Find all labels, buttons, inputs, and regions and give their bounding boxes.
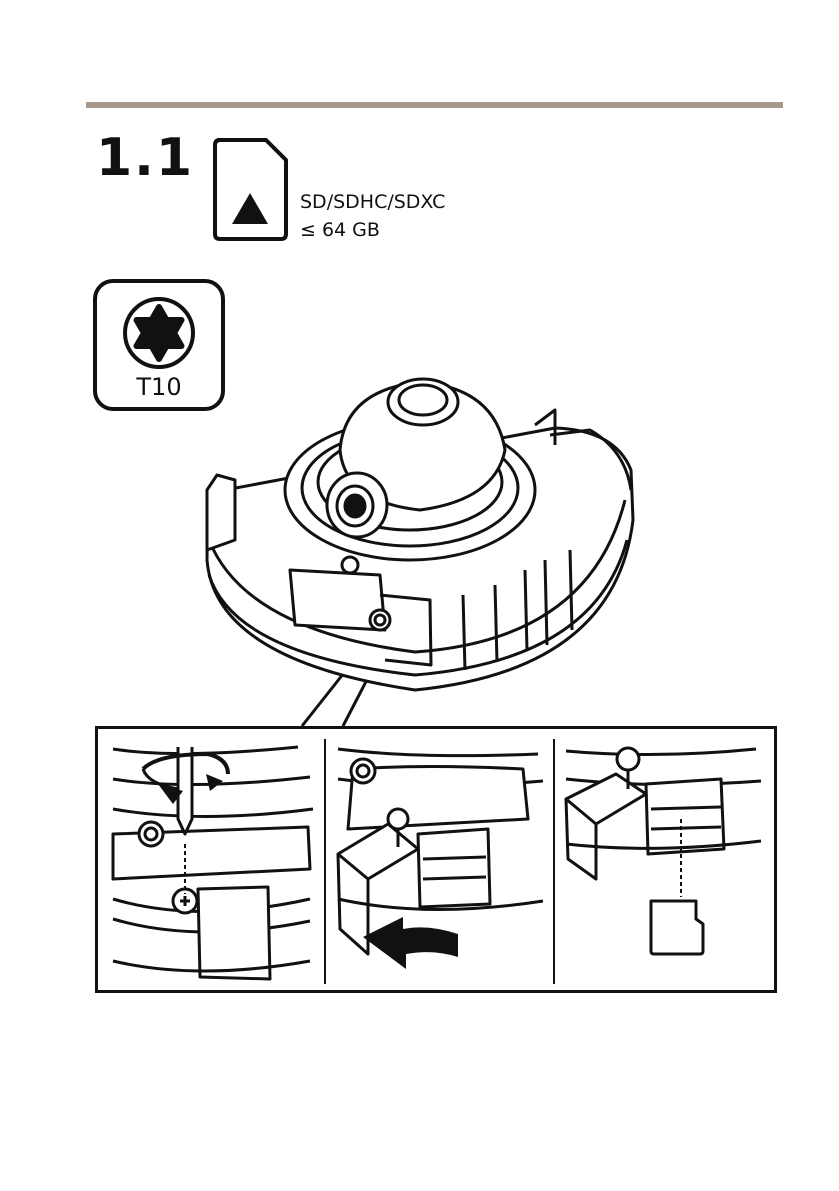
unscrew-cover-illustration (98, 729, 323, 990)
insert-sd-card-illustration (556, 729, 774, 990)
panel-divider (324, 739, 326, 984)
panel-divider (553, 739, 555, 984)
detail-panels (95, 726, 777, 993)
slide-cover-illustration (328, 729, 553, 990)
dome-camera-illustration (195, 370, 645, 700)
